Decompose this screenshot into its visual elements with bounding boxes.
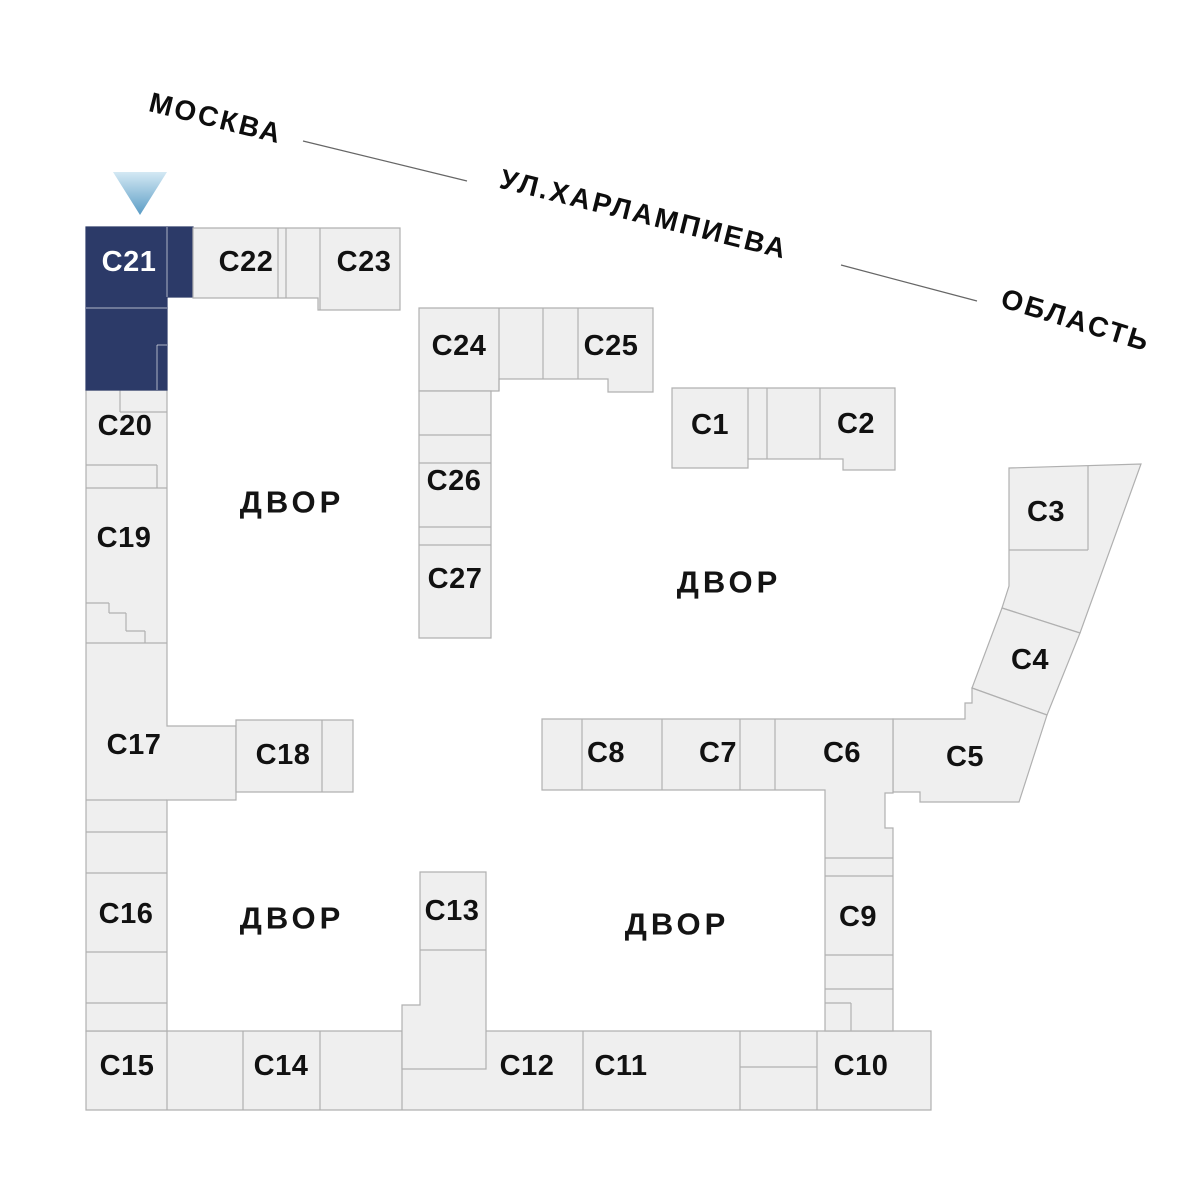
street-connector-line xyxy=(302,140,468,182)
building-c1-c2[interactable] xyxy=(671,387,896,471)
building-c22-c23[interactable] xyxy=(192,227,401,311)
building-c18[interactable] xyxy=(235,719,354,793)
courtyard-label: ДВОР xyxy=(240,901,345,936)
courtyard-label: ДВОР xyxy=(240,485,345,520)
location-marker-icon xyxy=(113,172,167,215)
building-bottom-row[interactable] xyxy=(85,1030,932,1111)
building-c5[interactable] xyxy=(892,687,1048,803)
street-connector-line xyxy=(840,264,978,302)
building-c26-c27[interactable] xyxy=(418,390,492,639)
building-c13[interactable] xyxy=(401,871,487,1070)
building-c6-c7-c8-c9[interactable] xyxy=(541,718,894,1032)
courtyard-label: ДВОР xyxy=(625,907,730,942)
courtyard-label: ДВОР xyxy=(677,565,782,600)
building-c20-c19-c17-c16[interactable] xyxy=(85,389,237,1032)
building-c24-c25[interactable] xyxy=(418,307,654,393)
building-group-c18: С18 xyxy=(235,719,354,793)
